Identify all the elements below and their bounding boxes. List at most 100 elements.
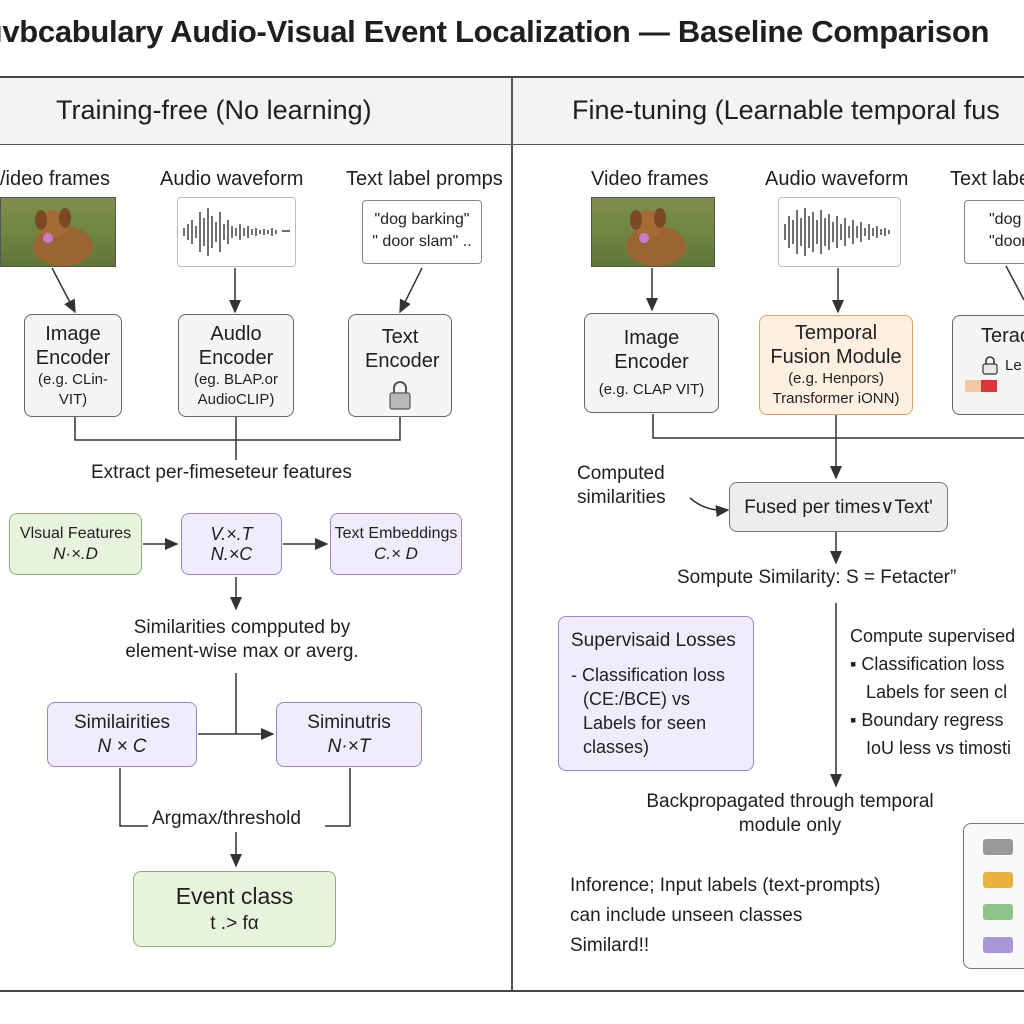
vt-title: V.×.T [210, 524, 253, 544]
computed-similarities-label: Computed similarities [577, 462, 666, 510]
legend-box [963, 823, 1024, 969]
vt-dims: N.×C [210, 544, 253, 564]
right-audio-waveform-label: Audio waveform [765, 168, 909, 190]
audio-waveform-label: Audio waveform [160, 168, 304, 190]
supervised-bullet-1: ▪ Classification loss [850, 654, 1005, 674]
computed-line-1: Computed [577, 463, 665, 484]
dog-image [626, 208, 686, 266]
similarities-box-2: Siminutris N·×T [276, 702, 422, 767]
event-class-box: Event class t .> fα [133, 871, 336, 947]
compute-supervised-title: Compute supervised [850, 626, 1016, 646]
swatch-peach [965, 380, 981, 392]
sim-box2-title: Siminutris [307, 711, 391, 733]
right-audio-waveform-thumbnail [778, 197, 901, 267]
legend-swatch-gray [983, 839, 1013, 855]
inference-note: Inforence; Input labels (text-prompts) c… [570, 871, 880, 961]
bottom-border [0, 990, 1024, 992]
bullet-1-line-1: Classification loss [861, 654, 1005, 674]
right-lock-label: Le [1005, 356, 1022, 374]
loss-line-3: Labels for seen [583, 713, 707, 733]
right-encoder-swatches [965, 380, 997, 392]
right-panel-header: Fine-tuning (Learnable temporal fus [513, 78, 1024, 145]
visual-features-box: Vlsual Features N·×.D [9, 513, 142, 575]
image-encoder-box: Image Encoder (e.g. CLin-VIT) [24, 314, 122, 417]
inference-line-2: can include unseen classes [570, 905, 803, 926]
lock-icon [389, 381, 411, 410]
sim-box1-dims: N × C [97, 735, 147, 757]
dog-image [33, 208, 93, 266]
text-prompts-label: Text label promps [346, 168, 503, 190]
fused-per-timestep-box: Fused per times∨Text' [729, 482, 948, 532]
sim-box2-dims: N·×T [327, 735, 371, 757]
legend-swatch-purple [983, 937, 1013, 953]
extract-features-label: Extract per-fimeseteur features [91, 462, 352, 483]
right-image-encoder-box: Image Encoder (e.g. CLAP VIT) [584, 313, 719, 413]
bullet-2-line-1: Boundary regress [861, 710, 1004, 730]
event-class-title: Event class [175, 883, 294, 909]
text-embeddings-box: Text Embeddings C.× D [330, 513, 462, 575]
loss-line-1: - Classification loss [571, 665, 726, 685]
waveform-icon [784, 208, 890, 256]
right-prompt-line-2: "door [989, 233, 1024, 250]
right-panel-title: Fine-tuning (Learnable temporal fus [572, 95, 1000, 125]
argmax-label: Argmax/threshold [152, 808, 301, 829]
swatch-red [981, 380, 997, 392]
compute-supervised-block: Compute supervised ▪ Classification loss… [850, 622, 1024, 762]
supervised-losses-title: Supervisaid Losses [571, 630, 736, 651]
fusion-module-title: Temporal Fusion Module [770, 322, 902, 368]
page-title: ıvbcabulary Audio-Visual Event Localizat… [0, 14, 990, 49]
video-frames-label: /ideo frames [0, 168, 111, 190]
lock-icon [982, 356, 998, 375]
sim-box1-title: Similairities [73, 711, 171, 733]
similarities-box-1: Similairities N × C [47, 702, 197, 767]
right-lock-row: Le [981, 354, 1022, 376]
backprop-line-1: Backpropagated through temporal [646, 791, 934, 812]
supervised-bullet-2: ▪ Boundary regress [850, 710, 1004, 730]
video-frame-thumbnail [0, 197, 116, 267]
panel-divider [511, 78, 513, 992]
waveform-icon [183, 208, 290, 256]
prompt-line-1: "dog barking" [374, 211, 470, 228]
right-video-frame-thumbnail [591, 197, 715, 267]
compute-similarity-label: Sompute Similarity: S = Fetacter” [677, 567, 957, 588]
backprop-label: Backpropagated through temporal module o… [630, 790, 950, 838]
text-embeddings-title: Text Embeddings [334, 525, 458, 542]
visual-features-title: Vlsual Features [19, 525, 132, 542]
audio-encoder-sub: (eg. BLAP.or AudioCLIP) [194, 370, 278, 408]
right-text-prompt-box: "dog "door [964, 200, 1024, 264]
image-encoder-title: Image Encoder [35, 322, 111, 369]
image-encoder-sub: (e.g. CLin-VIT) [37, 370, 109, 408]
text-prompt-box: "dog barking" " door slam" .. [362, 200, 482, 264]
audio-encoder-box: Audlo Encoder (eg. BLAP.or AudioCLIP) [178, 314, 294, 417]
right-prompt-line-1: "dog [989, 211, 1022, 228]
similarity-caption: Similarities compputed by element-wise m… [92, 616, 392, 664]
left-panel-header: Training-free (No learning) [0, 78, 511, 145]
audio-encoder-title: Audlo Encoder [198, 322, 274, 369]
prompt-line-2: " door slam" .. [372, 233, 472, 250]
supervised-losses-box: Supervisaid Losses - Classification loss… [558, 616, 754, 771]
similarity-caption-line-2: element-wise max or averg. [125, 641, 359, 662]
computed-line-2: similarities [577, 487, 666, 508]
fusion-module-sub: (e.g. Henpors) Transformer iONN) [772, 370, 900, 407]
text-encoder-box: Text Encoder [348, 314, 452, 417]
right-image-encoder-title: Image Encoder [614, 327, 689, 373]
similarity-caption-line-1: Similarities compputed by [133, 617, 351, 638]
left-panel-title: Training-free (No learning) [56, 95, 372, 125]
right-image-encoder-sub: (e.g. CLAP VIT) [598, 381, 705, 398]
inference-line-3: Similard!! [570, 935, 650, 956]
inference-line-1: Inforence; Input labels (text-prompts) [570, 875, 881, 896]
audio-waveform-thumbnail [177, 197, 296, 267]
backprop-line-2: module only [738, 815, 842, 836]
loss-line-2: (CE:/BCE) vs [583, 689, 691, 709]
title-divider [0, 76, 1024, 78]
right-text-labels-label: Text labe [950, 168, 1024, 190]
vt-box: V.×.T N.×C [181, 513, 282, 575]
temporal-fusion-module-box: Temporal Fusion Module (e.g. Henpors) Tr… [759, 315, 913, 415]
bullet-2-line-2: IoU less vs timosti [866, 738, 1012, 758]
right-text-encoder-title: Terac [981, 325, 1024, 347]
legend-swatch-orange [983, 872, 1013, 888]
loss-line-4: classes) [583, 737, 650, 757]
event-class-sub: t .> fα [210, 913, 259, 934]
bullet-1-line-2: Labels for seen cl [866, 682, 1008, 702]
